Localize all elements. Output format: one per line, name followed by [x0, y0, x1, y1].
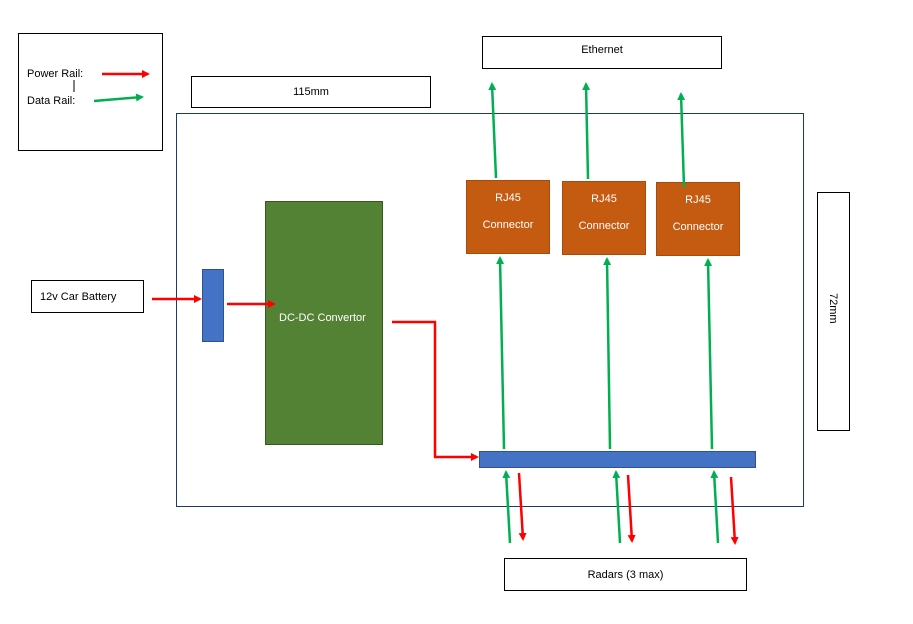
ethernet-text: Ethernet — [581, 44, 623, 56]
power-arrow-radar-2 — [626, 474, 636, 543]
rj45-connector-1-line2: Connector — [482, 219, 534, 231]
data-arrow-radar-2 — [612, 470, 622, 544]
dcdc-convertor-block: DC-DC Convertor — [265, 201, 383, 445]
height-dimension-text: 72mm — [827, 293, 839, 324]
legend-data-arrow — [93, 93, 144, 103]
data-arrow-rj45-1-ethernet — [488, 82, 498, 179]
radars-text: Radars (3 max) — [587, 568, 664, 581]
rj45-connector-2-line1: RJ45 — [591, 193, 617, 205]
rj45-connector-1: RJ45 Connector — [466, 180, 550, 254]
power-arrow-to-bus — [392, 320, 479, 461]
ethernet-label: Ethernet — [482, 36, 722, 69]
legend-power-label: Power Rail: — [27, 68, 84, 80]
rj45-connector-1-line1: RJ45 — [495, 192, 521, 204]
data-arrow-bus-rj45-3 — [704, 258, 714, 450]
legend-data-label: Data Rail: — [27, 95, 76, 107]
rj45-connector-3-line1: RJ45 — [685, 194, 711, 206]
battery-text: 12v Car Battery — [40, 290, 117, 303]
width-dimension-text: 115mm — [293, 86, 329, 98]
dcdc-convertor-text: DC-DC Convertor — [279, 312, 366, 324]
rj45-connector-2: RJ45 Connector — [562, 181, 646, 255]
data-arrow-radar-3 — [710, 470, 720, 544]
data-arrow-rj45-3-ethernet — [677, 92, 686, 188]
rj45-connector-2-line2: Connector — [578, 220, 630, 232]
legend-box: Power Rail: Data Rail: — [18, 33, 163, 151]
power-arrow-radar-3 — [729, 476, 739, 545]
rj45-connector-3-line2: Connector — [672, 221, 724, 233]
height-dimension-label: 72mm — [817, 192, 850, 431]
width-dimension-label: 115mm — [191, 76, 431, 108]
power-arrow-radar-1 — [517, 472, 527, 541]
radars-label: Radars (3 max) — [504, 558, 747, 591]
power-input-connector — [202, 269, 224, 342]
data-arrow-bus-rj45-1 — [496, 256, 506, 450]
data-arrow-radar-1 — [502, 470, 512, 544]
data-arrow-bus-rj45-2 — [603, 257, 612, 450]
distribution-bus-bar — [479, 451, 756, 468]
data-arrow-rj45-2-ethernet — [582, 82, 591, 180]
enclosure-outline — [176, 113, 804, 507]
rj45-connector-3: RJ45 Connector — [656, 182, 740, 256]
battery-label: 12v Car Battery — [31, 280, 144, 313]
